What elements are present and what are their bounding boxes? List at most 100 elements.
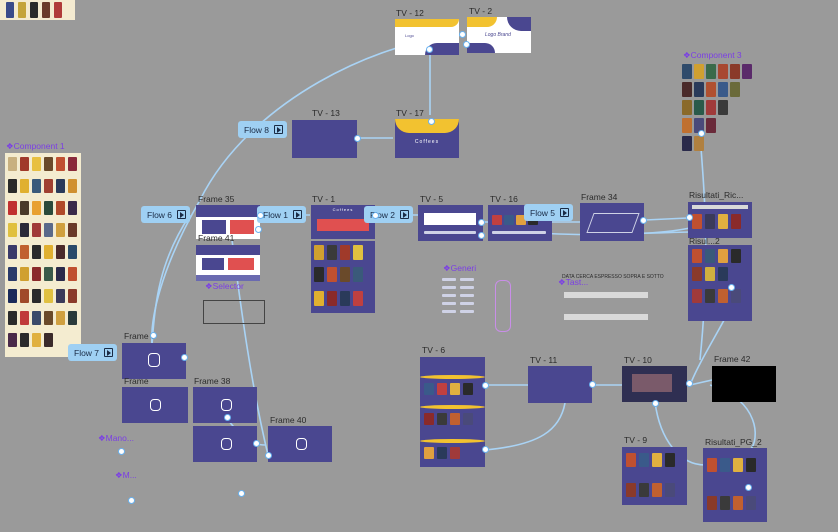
poster-thumb — [32, 245, 41, 259]
frame-tv13[interactable] — [292, 120, 357, 158]
frame-frame41[interactable] — [196, 245, 260, 281]
keyboard-component[interactable] — [560, 290, 650, 324]
generi-list[interactable] — [442, 276, 492, 336]
connection-dot[interactable] — [255, 226, 262, 233]
banner — [317, 219, 369, 231]
connection-dot[interactable] — [478, 219, 485, 226]
poster-thumb — [56, 223, 65, 237]
frame-frame34[interactable] — [580, 203, 644, 241]
connection-dot[interactable] — [426, 46, 433, 53]
poster-thumb — [682, 64, 692, 79]
connection-dot[interactable] — [686, 214, 693, 221]
poster-thumb — [32, 267, 41, 281]
keyboard-row — [564, 292, 648, 298]
connection-dot[interactable] — [640, 217, 647, 224]
tv1-poster-list[interactable] — [311, 241, 375, 313]
poster-thumb — [8, 289, 17, 303]
flow-start-flow6[interactable]: Flow 6 — [141, 206, 191, 223]
generi-variant-stack[interactable] — [495, 280, 511, 332]
play-icon[interactable] — [400, 210, 410, 219]
frame-frame40[interactable] — [268, 426, 332, 462]
play-icon[interactable] — [274, 125, 284, 134]
connection-dot[interactable] — [686, 380, 693, 387]
yellow-wave — [420, 439, 485, 443]
play-icon[interactable] — [560, 208, 570, 217]
frame-frame[interactable] — [122, 387, 188, 423]
play-icon[interactable] — [293, 210, 303, 219]
frame-frame35[interactable] — [196, 205, 260, 239]
frame-label-tv11: TV - 11 — [530, 355, 558, 365]
flow-label: Flow 1 — [263, 209, 289, 220]
connection-dot[interactable] — [181, 354, 188, 361]
poster-thumb — [718, 82, 728, 97]
connection-dot[interactable] — [428, 118, 435, 125]
poster-thumb — [56, 311, 65, 325]
connection-dot[interactable] — [118, 448, 125, 455]
play-icon[interactable] — [104, 348, 114, 357]
flow-start-flow5[interactable]: Flow 5 — [524, 204, 574, 221]
frame-frame38-b[interactable] — [193, 426, 257, 462]
genre-pill — [460, 278, 474, 281]
frame-label-tv13: TV - 13 — [312, 108, 340, 118]
poster-thumb — [450, 413, 460, 425]
yellow-wave — [420, 405, 485, 409]
connection-dot[interactable] — [372, 212, 379, 219]
poster-thumb — [327, 291, 337, 306]
connection-dot[interactable] — [728, 284, 735, 291]
hero-image — [632, 374, 672, 392]
frame-label-frame: Frame — [124, 376, 149, 386]
connection-dot[interactable] — [253, 440, 260, 447]
flow-start-flow8[interactable]: Flow 8 — [238, 121, 288, 138]
connection-dot[interactable] — [482, 382, 489, 389]
frame-tv11[interactable] — [528, 366, 592, 403]
poster-thumb — [314, 245, 324, 260]
tv1-title: Coffees — [332, 207, 354, 212]
component3-poster-grid[interactable] — [682, 62, 762, 154]
connection-dot[interactable] — [459, 31, 466, 38]
frame-tv9[interactable] — [622, 447, 687, 505]
poster-thumb — [694, 100, 704, 115]
genre-pill — [442, 310, 456, 313]
poster-thumb — [705, 267, 715, 281]
frame-frame42[interactable] — [712, 366, 776, 402]
frame-tv10[interactable] — [622, 366, 687, 402]
connection-dot[interactable] — [463, 41, 470, 48]
connection-dot[interactable] — [150, 332, 157, 339]
connection-dot[interactable] — [478, 232, 485, 239]
flow-start-flow1[interactable]: Flow 1 — [257, 206, 307, 223]
frame-label-frame38: Frame 38 — [194, 376, 231, 386]
connection-dot[interactable] — [652, 400, 659, 407]
play-icon[interactable] — [177, 210, 187, 219]
connection-dot[interactable] — [354, 135, 361, 142]
connection-dot[interactable] — [482, 446, 489, 453]
connection-dot[interactable] — [589, 381, 596, 388]
connection-dot[interactable] — [698, 130, 705, 137]
frame-tv2[interactable]: Logo Brand — [467, 17, 531, 53]
frame-tv5[interactable] — [418, 205, 483, 241]
connection-dot[interactable] — [224, 414, 231, 421]
frame-risultati-ric[interactable] — [688, 202, 752, 238]
connection-dot[interactable] — [238, 490, 245, 497]
poster-thumb — [705, 289, 715, 303]
wire-frame34-ric-2 — [644, 217, 689, 221]
connection-dot[interactable] — [265, 452, 272, 459]
connection-dot[interactable] — [745, 484, 752, 491]
frame-risultati-pg2[interactable] — [703, 448, 767, 522]
partial-component-top-left[interactable] — [0, 0, 75, 20]
keyboard-row — [564, 314, 648, 320]
connection-dot[interactable] — [257, 212, 264, 219]
connection-dot[interactable] — [128, 497, 135, 504]
component-label-selector: Selector — [205, 281, 244, 291]
component1-poster-grid[interactable] — [5, 153, 81, 357]
frame-tv6[interactable] — [420, 357, 485, 467]
flow-start-flow7[interactable]: Flow 7 — [68, 344, 118, 361]
frame-frame5[interactable] — [122, 343, 186, 379]
frame-risultati-2[interactable] — [688, 245, 752, 321]
yellow-wave — [395, 19, 459, 27]
frame-label-frame5: Frame 5 — [124, 331, 156, 341]
poster-thumb — [730, 82, 740, 97]
selector-component[interactable] — [203, 300, 265, 324]
poster-thumb — [8, 179, 17, 193]
frame-tv17[interactable]: Coffees — [395, 119, 459, 158]
